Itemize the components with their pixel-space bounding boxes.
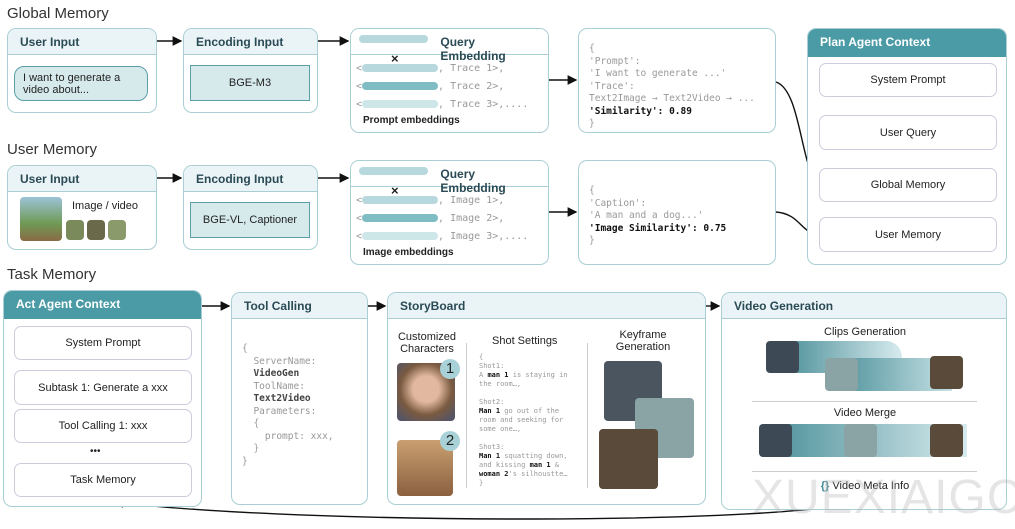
merge-thumbnail [844,424,877,457]
user-input-box: User Input Image / video [7,165,157,250]
box-title: Act Agent Context [4,291,201,319]
characters-title: Customized Characters [397,331,457,355]
user-prompt-bubble: I want to generate a video about... [14,66,148,101]
cross-icon: × [391,51,399,66]
embedding-row: <, Image 1>, [356,195,505,206]
meta-info: {} Video Meta Info [820,480,910,492]
plan-item: Global Memory [819,168,997,202]
cross-icon: × [391,183,399,198]
plan-item: User Query [819,115,997,150]
character-badge: 1 [440,359,460,379]
tool-calling-box: Tool Calling { ServerName: VideoGen Tool… [231,292,368,505]
box-title: Encoding Input [184,29,317,55]
thumbnail-image [66,220,84,240]
act-item: Tool Calling 1: xxx [14,409,192,443]
character-badge: 2 [440,431,460,451]
embedding-row: <, Image 2>, [356,213,505,224]
act-item: Task Memory [14,463,192,497]
clip-thumbnail [825,358,858,391]
similarity-score: 'Image Similarity': 0.75 [589,222,727,234]
box-title: Tool Calling [232,293,367,319]
keyframe-title: Keyframe Generation [615,329,671,353]
section-title-user: User Memory [7,141,98,158]
box-title: Video Generation [722,293,1006,319]
merge-thumbnail [930,424,963,457]
keyframe-image [599,429,658,489]
plan-item: System Prompt [819,63,997,97]
act-item: Subtask 1: Generate a xxx [14,370,192,405]
user-result-box: { 'Caption': 'A man and a dog...' 'Image… [578,160,776,265]
embedding-row: <, Image 3>,.... [356,231,529,242]
embeddings-caption: Prompt embeddings [363,115,460,126]
section-title-global: Global Memory [7,5,109,22]
house-image [20,197,62,241]
embedding-row: <, Trace 3>,.... [356,99,529,110]
user-query-box: Query Embedding × <, Image 1>, <, Image … [350,160,549,265]
thumbnail-image [108,220,126,240]
encoder-model: BGE-M3 [190,65,310,101]
clip-thumbnail [930,356,963,389]
ellipsis: ••• [90,446,101,457]
global-query-box: Query Embedding × <, Trace 1>, <, Trace … [350,28,549,133]
braces-icon: {} [820,480,830,492]
act-agent-context: Act Agent Context System Prompt Subtask … [3,290,202,507]
clips-title: Clips Generation [824,326,906,338]
watermark: XUEXIAIGC [752,471,1015,524]
similarity-score: 'Similarity': 0.89 [589,105,692,117]
divider [466,343,467,488]
section-title-task: Task Memory [7,266,97,283]
media-label: Image / video [72,200,139,212]
thumbnail-image [87,220,105,240]
global-user-input-box: User Input I want to generate a video ab… [7,28,157,113]
box-title: Encoding Input [184,166,317,192]
clip-thumbnail [766,341,799,373]
storyboard-box: StoryBoard Customized Characters 1 2 Sho… [387,292,706,505]
plan-agent-context: Plan Agent Context System Prompt User Qu… [807,28,1007,265]
embedding-row: <, Trace 2>, [356,81,505,92]
embeddings-caption: Image embeddings [363,247,454,258]
shot-settings-title: Shot Settings [492,335,558,347]
divider [587,343,588,488]
box-title: Plan Agent Context [808,29,1006,57]
embedding-row: <, Trace 1>, [356,63,505,74]
box-title: Query Embedding [440,167,506,195]
divider [752,401,977,402]
global-result-box: { 'Prompt': 'I want to generate ...' 'Tr… [578,28,776,133]
box-title: User Input [8,166,156,192]
merge-title: Video Merge [833,407,897,419]
encoder-model: BGE-VL, Captioner [190,202,310,238]
video-generation-box: Video Generation Clips Generation Video … [721,292,1007,510]
merge-thumbnail [759,424,792,457]
global-encoding-box: Encoding Input BGE-M3 [183,28,318,113]
divider [752,471,977,472]
act-item: System Prompt [14,326,192,360]
box-title: User Input [8,29,156,55]
shot-settings-text: { Shot1: A man 1 is staying in the room…… [479,353,568,487]
plan-item: User Memory [819,217,997,252]
user-encoding-box: Encoding Input BGE-VL, Captioner [183,165,318,250]
box-title: StoryBoard [388,293,705,319]
box-title: Query Embedding [440,35,506,63]
